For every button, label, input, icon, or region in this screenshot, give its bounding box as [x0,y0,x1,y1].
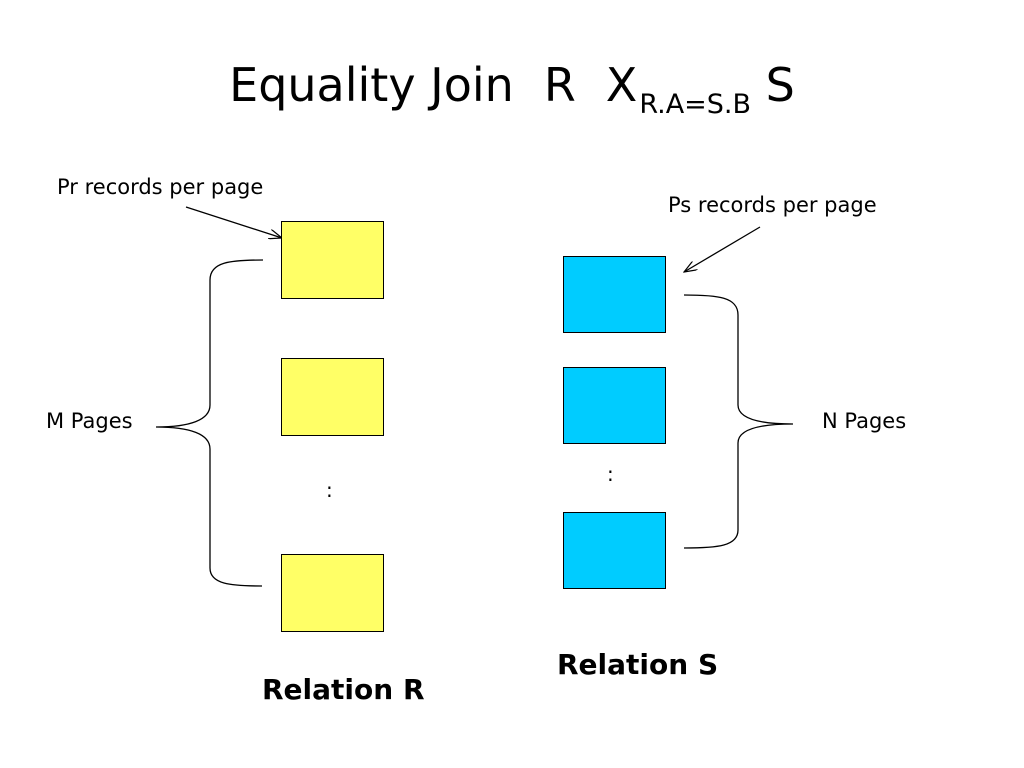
title-join-condition: R.A=S.B [639,89,752,121]
page-box-s-3 [563,512,666,589]
pages-label-r: M Pages [46,409,133,433]
page-box-s-1 [563,256,666,333]
records-arrow-s [684,226,761,272]
brace-r [155,259,264,587]
page-box-s-2 [563,367,666,444]
records-arrow-r [185,206,282,238]
continuation-dots-s: : [607,462,614,486]
relation-label-s: Relation S [557,648,719,681]
title-join-operator: X [605,58,638,112]
page-box-r-1 [281,221,384,299]
records-per-page-label-r: Pr records per page [57,175,264,199]
continuation-dots-r: : [326,478,333,502]
relation-label-r: Relation R [262,673,425,706]
page-box-r-2 [281,358,384,436]
records-per-page-label-s: Ps records per page [668,193,877,217]
title-main: Equality Join [229,58,514,112]
page-box-r-3 [281,554,384,632]
title-left-relation: R [543,58,576,112]
title-right-relation: S [765,58,795,112]
pages-label-s: N Pages [822,409,907,433]
brace-s [683,294,794,549]
